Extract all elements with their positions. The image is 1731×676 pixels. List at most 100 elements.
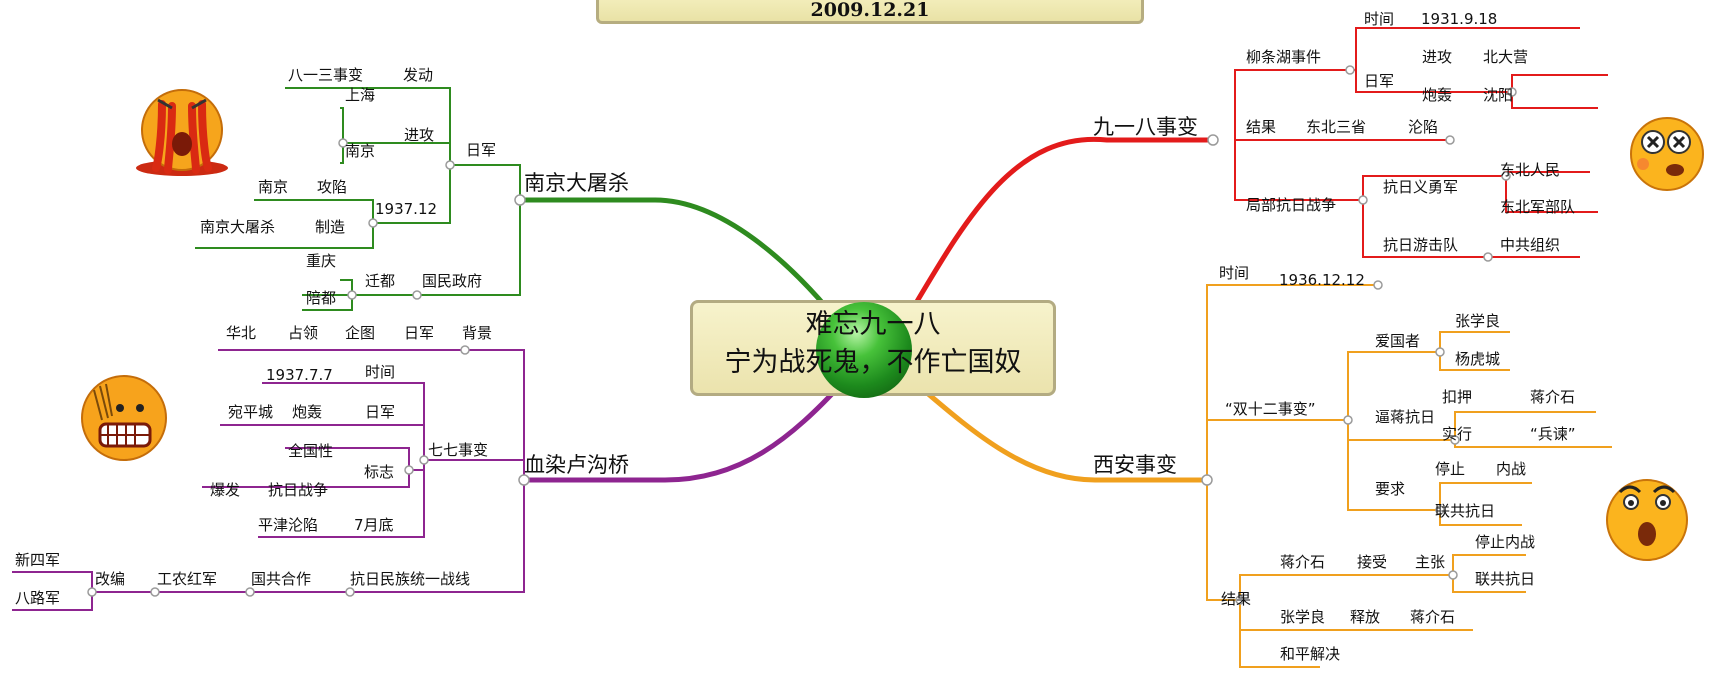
node-ne-japan: 日军 [1364,72,1394,90]
node-ne-result: 结果 [1246,118,1276,136]
node-ne-bombard: 炮轰 [1422,86,1452,104]
node-nj-attack: 进攻 [404,126,434,144]
node-release: 释放 [1350,608,1380,626]
node-end-july: 7月底 [354,516,394,534]
node-symbol: 标志 [364,463,394,481]
branch-line-ne [897,136,1213,332]
node-pingjin: 平津沦陷 [258,516,318,534]
node-xian-date: 1936.12.12 [1279,271,1365,289]
node-patriots: 爱国者 [1375,332,1420,350]
node-lg-war: 抗日战争 [268,481,328,499]
node-zhang: 张学良 [1455,312,1500,330]
branch-title-xian: 西安事变 [1093,453,1177,477]
node-stop-civil: 停止内战 [1475,533,1535,551]
node-practice: 实行 [1442,425,1472,443]
nanjing-labels: 日军 八一三事变 发动 上海 进攻 南京 1937.12 南京 攻陷 南京大屠杀… [200,66,496,307]
node-local-war: 局部抗日战争 [1246,196,1336,214]
node-capture: 攻陷 [317,178,347,196]
node-zhang2: 张学良 [1280,608,1325,626]
node-chiang: 蒋介石 [1530,388,1575,406]
node-8ra: 八路军 [15,589,60,607]
central-topic-line2: 宁为战死鬼，不作亡国奴 [724,347,1022,378]
node-three-prov: 东北三省 [1306,118,1366,136]
node-peace: 和平解决 [1280,645,1340,663]
node-chongqing: 重庆 [306,252,336,270]
node-markers [87,65,1517,605]
node-lg-date: 1937.7.7 [266,366,333,384]
node-xian-time: 时间 [1219,264,1249,282]
node-occupy: 占领 [288,324,318,342]
node-ccp-org: 中共组织 [1500,236,1560,254]
node-liutiaohu: 柳条湖事件 [1246,48,1321,66]
node-nj-japan: 日军 [466,141,496,159]
node-n4a: 新四军 [15,551,60,569]
node-outbreak: 爆发 [210,481,240,499]
node-xian-result: 结果 [1221,590,1251,608]
node-bijiang: 逼蒋抗日 [1375,408,1435,426]
node-proposal: 主张 [1415,553,1445,571]
node-make: 制造 [315,218,345,236]
surprised-face-icon [1606,479,1688,561]
node-chiang3: 蒋介石 [1410,608,1455,626]
xian-subtree-lines [1206,284,1612,668]
xian-labels: 时间 1936.12.12 “双十二事变” 爱国者 张学良 杨虎城 逼蒋抗日 扣… [1219,264,1576,663]
node-move: 迁都 [365,272,395,290]
node-reorg: 改编 [95,570,125,588]
node-incident: 七七事变 [428,441,488,459]
branch-title-ne: 九一八事变 [1093,115,1198,139]
node-shanghai: 上海 [345,86,375,104]
node-massacre: 南京大屠杀 [200,218,275,236]
node-red-army: 工农红军 [157,570,217,588]
node-huabei: 华北 [226,324,256,342]
node-attempt: 企图 [345,324,375,342]
node-shuang12: “双十二事变” [1225,400,1316,418]
node-fallen: 沦陷 [1408,118,1438,136]
node-lg-bombard: 炮轰 [292,403,322,421]
node-guerrilla: 抗日游击队 [1383,236,1458,254]
node-lg-japan2: 日军 [365,403,395,421]
node-ne-time: 时间 [1364,10,1394,28]
node-lg-japan: 日军 [404,324,434,342]
node-ne-date: 1931.9.18 [1421,10,1497,28]
date-banner: 2009.12.21 [596,0,1144,24]
node-accept: 接受 [1357,553,1387,571]
node-nj-date: 1937.12 [375,200,437,218]
node-beidaying: 北大营 [1483,48,1528,66]
lugou-labels: 背景 日军 企图 占领 华北 七七事变 时间 1937.7.7 日军 炮轰 宛平… [15,324,492,607]
central-topic-line1: 难忘九一八 [805,309,941,340]
node-nanjing-a: 南京 [345,142,375,160]
branch-line-lugou [524,378,847,483]
node-shenyang: 沈阳 [1483,86,1513,104]
node-unite2: 联共抗日 [1475,570,1535,588]
crying-face-icon [136,89,228,176]
node-bingjian: “兵谏” [1530,425,1576,443]
node-ne-army: 东北军部队 [1500,198,1575,216]
node-wanping: 宛平城 [228,403,273,421]
node-ne-attack: 进攻 [1422,48,1452,66]
central-green-ball-icon [816,302,912,398]
branch-title-nanjing: 南京大屠杀 [524,171,629,195]
lugou-subtree-lines [12,349,525,611]
nanjing-subtree-lines [195,87,521,311]
node-front: 抗日民族统一战线 [350,570,470,588]
central-topic: 难忘九一八 宁为战死鬼，不作亡国奴 [690,306,1056,382]
node-nationwide: 全国性 [288,442,333,460]
node-unite: 联共抗日 [1435,502,1495,520]
dizzy-face-icon [1630,117,1704,191]
branch-title-lugou: 血染卢沟桥 [524,453,629,477]
node-coop: 国共合作 [251,570,311,588]
node-chiang2: 蒋介石 [1280,553,1325,571]
node-civil-war: 内战 [1496,460,1526,478]
node-volunteers: 抗日义勇军 [1383,178,1458,196]
ne-labels: 柳条湖事件 时间 1931.9.18 日军 进攻 北大营 炮轰 沈阳 结果 东北… [1246,10,1575,254]
node-ne-people: 东北人民 [1500,161,1560,179]
node-nanjing-b: 南京 [258,178,288,196]
node-aug13: 八一三事变 [288,66,363,84]
node-launch: 发动 [403,66,433,84]
grimacing-face-icon [81,375,167,461]
node-lg-time: 时间 [365,363,395,381]
node-detain: 扣押 [1442,388,1472,406]
node-peidu: 陪都 [306,289,336,307]
node-gov: 国民政府 [422,272,482,290]
